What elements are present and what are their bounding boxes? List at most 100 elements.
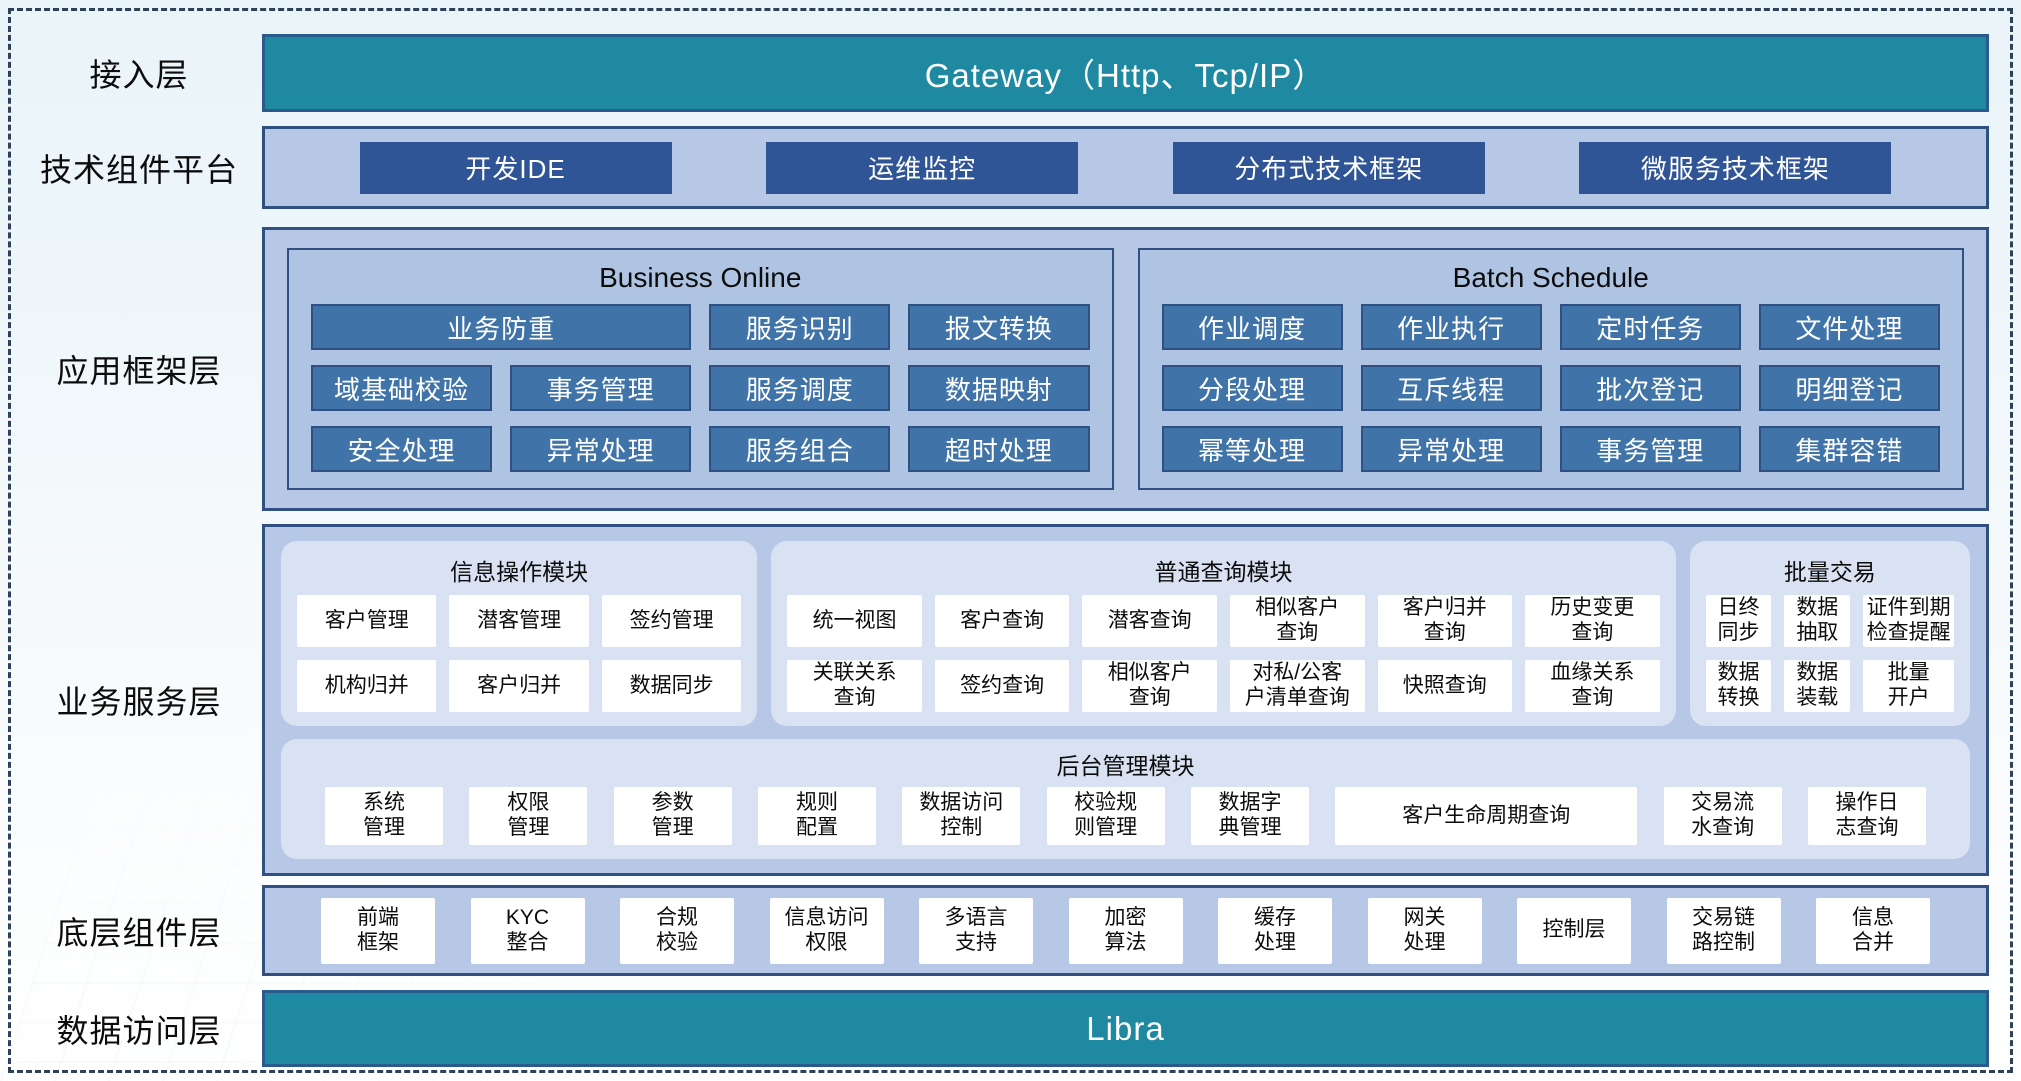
business-online-box: 服务识别	[709, 304, 891, 350]
common-query-box: 客户归并 查询	[1377, 595, 1513, 647]
admin-module-box: 系统 管理	[325, 787, 443, 845]
business-online-box: 服务调度	[709, 365, 891, 411]
admin-module-title: 后台管理模块	[1056, 753, 1195, 779]
batch-transaction-module-panel: 批量交易 日终 同步数据 抽取证件到期 检查提醒数据 转换数据 装载批量 开户	[1689, 541, 1970, 726]
admin-module-box: 规则 配置	[757, 787, 876, 845]
base-component-box: 合规 校验	[620, 897, 734, 964]
admin-module-box: 数据字 典管理	[1190, 787, 1309, 845]
common-query-module-grid: 统一视图客户查询潜客查询相似客户 查询客户归并 查询历史变更 查询关联关系 查询…	[787, 595, 1660, 712]
layer-label-app-framework: 应用框架层	[56, 353, 222, 389]
business-service-modules: 信息操作模块 客户管理潜客管理签约管理机构归并客户归并数据同步 普通查询模块 统…	[281, 541, 1970, 726]
admin-module-box: 数据访问 控制	[902, 787, 1021, 845]
batch-schedule-box: 批次登记	[1559, 365, 1741, 411]
info-operation-module-title: 信息操作模块	[450, 559, 589, 585]
batch-schedule-box: 集群容错	[1758, 426, 1940, 472]
batch-schedule-box: 文件处理	[1758, 304, 1940, 350]
admin-module-panel: 后台管理模块 系统 管理权限 管理参数 管理规则 配置数据访问 控制校验规 则管…	[281, 739, 1970, 859]
info-operation-box: 签约管理	[601, 595, 742, 647]
batch-transaction-module-grid: 日终 同步数据 抽取证件到期 检查提醒数据 转换数据 装载批量 开户	[1705, 595, 1954, 712]
business-online-box: 业务防重	[311, 304, 692, 350]
batch-transaction-module-title: 批量交易	[1783, 559, 1876, 585]
common-query-box: 关联关系 查询	[787, 660, 922, 712]
base-component-box: 控制层	[1517, 897, 1631, 964]
common-query-module-panel: 普通查询模块 统一视图客户查询潜客查询相似客户 查询客户归并 查询历史变更 查询…	[771, 541, 1676, 726]
batch-schedule-box: 异常处理	[1360, 426, 1542, 472]
layer-label-base-components: 底层组件层	[56, 914, 222, 951]
batch-schedule-box: 事务管理	[1559, 426, 1741, 472]
batch-schedule-panel: Batch Schedule 作业调度作业执行定时任务文件处理分段处理互斥线程批…	[1137, 248, 1964, 490]
business-online-box: 域基础校验	[311, 365, 493, 411]
base-component-box: KYC 整合	[470, 897, 585, 964]
layer-row-app-framework: 应用框架层 Business Online 业务防重服务识别报文转换域基础校验事…	[16, 227, 2005, 511]
common-query-box: 客户查询	[934, 595, 1070, 647]
batch-schedule-box: 明细登记	[1758, 365, 1940, 411]
batch-transaction-box: 证件到期 检查提醒	[1863, 595, 1954, 647]
common-query-box: 潜客查询	[1082, 595, 1217, 647]
common-query-module-title: 普通查询模块	[1154, 559, 1293, 585]
business-online-box: 数据映射	[908, 365, 1090, 411]
gateway-bar: Gateway（Http、Tcp/IP）	[262, 34, 1989, 112]
business-online-title: Business Online	[599, 262, 802, 293]
tech-platform-button: 运维监控	[766, 141, 1079, 194]
common-query-box: 相似客户 查询	[1229, 595, 1365, 647]
batch-transaction-box: 批量 开户	[1863, 660, 1954, 712]
layer-label-business-service: 业务服务层	[56, 684, 222, 720]
batch-schedule-box: 作业调度	[1161, 304, 1343, 350]
info-operation-box: 数据同步	[601, 660, 742, 712]
app-framework-container: Business Online 业务防重服务识别报文转换域基础校验事务管理服务调…	[262, 227, 1989, 511]
batch-schedule-box: 幂等处理	[1161, 426, 1343, 472]
batch-schedule-box: 作业执行	[1360, 304, 1542, 350]
layer-label-data-access: 数据访问层	[56, 1012, 222, 1049]
common-query-box: 相似客户 查询	[1082, 660, 1217, 712]
admin-module-box: 操作日 志查询	[1807, 787, 1926, 845]
business-online-box: 事务管理	[510, 365, 692, 411]
base-component-box: 信息访问 权限	[769, 897, 884, 964]
batch-schedule-box: 互斥线程	[1360, 365, 1542, 411]
tech-platform-button: 开发IDE	[359, 141, 672, 194]
layer-row-base-components: 底层组件层 前端 框架 KYC 整合合规 校验信息访问 权限多语言 支持加密 算法…	[16, 885, 2005, 976]
admin-module-box: 参数 管理	[613, 787, 732, 845]
layer-row-access: 接入层 Gateway（Http、Tcp/IP）	[16, 34, 2005, 112]
batch-schedule-grid: 作业调度作业执行定时任务文件处理分段处理互斥线程批次登记明细登记幂等处理异常处理…	[1161, 304, 1940, 472]
batch-transaction-box: 数据 抽取	[1784, 595, 1851, 647]
admin-module-row: 系统 管理权限 管理参数 管理规则 配置数据访问 控制校验规 则管理数据字 典管…	[325, 787, 1926, 845]
business-service-container: 信息操作模块 客户管理潜客管理签约管理机构归并客户归并数据同步 普通查询模块 统…	[262, 524, 1989, 876]
business-online-box: 异常处理	[510, 426, 692, 472]
libra-bar: Libra	[262, 990, 1989, 1067]
admin-module-box: 校验规 则管理	[1046, 787, 1165, 845]
business-online-panel: Business Online 业务防重服务识别报文转换域基础校验事务管理服务调…	[287, 248, 1114, 490]
info-operation-box: 机构归并	[297, 660, 437, 712]
batch-transaction-box: 数据 装载	[1784, 660, 1851, 712]
admin-module-box: 客户生命周期查询	[1335, 787, 1638, 845]
base-component-box: 加密 算法	[1068, 897, 1183, 964]
layer-row-business-service: 业务服务层 信息操作模块 客户管理潜客管理签约管理机构归并客户归并数据同步 普通…	[16, 524, 2005, 876]
business-online-box: 安全处理	[311, 426, 493, 472]
common-query-box: 历史变更 查询	[1525, 595, 1660, 647]
info-operation-module-grid: 客户管理潜客管理签约管理机构归并客户归并数据同步	[297, 595, 742, 712]
business-online-grid: 业务防重服务识别报文转换域基础校验事务管理服务调度数据映射安全处理异常处理服务组…	[311, 304, 1090, 472]
batch-transaction-box: 日终 同步	[1705, 595, 1772, 647]
tech-platform-button: 分布式技术框架	[1172, 141, 1485, 194]
info-operation-box: 客户管理	[297, 595, 437, 647]
base-component-box: 多语言 支持	[919, 897, 1033, 964]
business-online-box: 超时处理	[908, 426, 1090, 472]
admin-module-box: 权限 管理	[469, 787, 588, 845]
layer-label-tech-platform: 技术组件平台	[39, 151, 238, 188]
base-component-box: 缓存 处理	[1218, 897, 1332, 964]
batch-transaction-box: 数据 转换	[1705, 660, 1772, 712]
architecture-diagram: 接入层 Gateway（Http、Tcp/IP） 技术组件平台 开发IDE 运维监…	[16, 12, 2005, 1069]
batch-schedule-title: Batch Schedule	[1452, 262, 1649, 293]
batch-schedule-box: 定时任务	[1559, 304, 1741, 350]
base-component-box: 前端 框架	[321, 897, 435, 964]
common-query-box: 对私/公客 户清单查询	[1229, 660, 1365, 712]
info-operation-module-panel: 信息操作模块 客户管理潜客管理签约管理机构归并客户归并数据同步	[281, 541, 758, 726]
base-component-box: 信息 合并	[1816, 897, 1930, 964]
common-query-box: 签约查询	[934, 660, 1070, 712]
base-component-box: 交易链 路控制	[1666, 897, 1781, 964]
business-online-box: 服务组合	[709, 426, 891, 472]
info-operation-box: 客户归并	[449, 660, 589, 712]
dashed-border-frame	[8, 8, 2013, 1073]
